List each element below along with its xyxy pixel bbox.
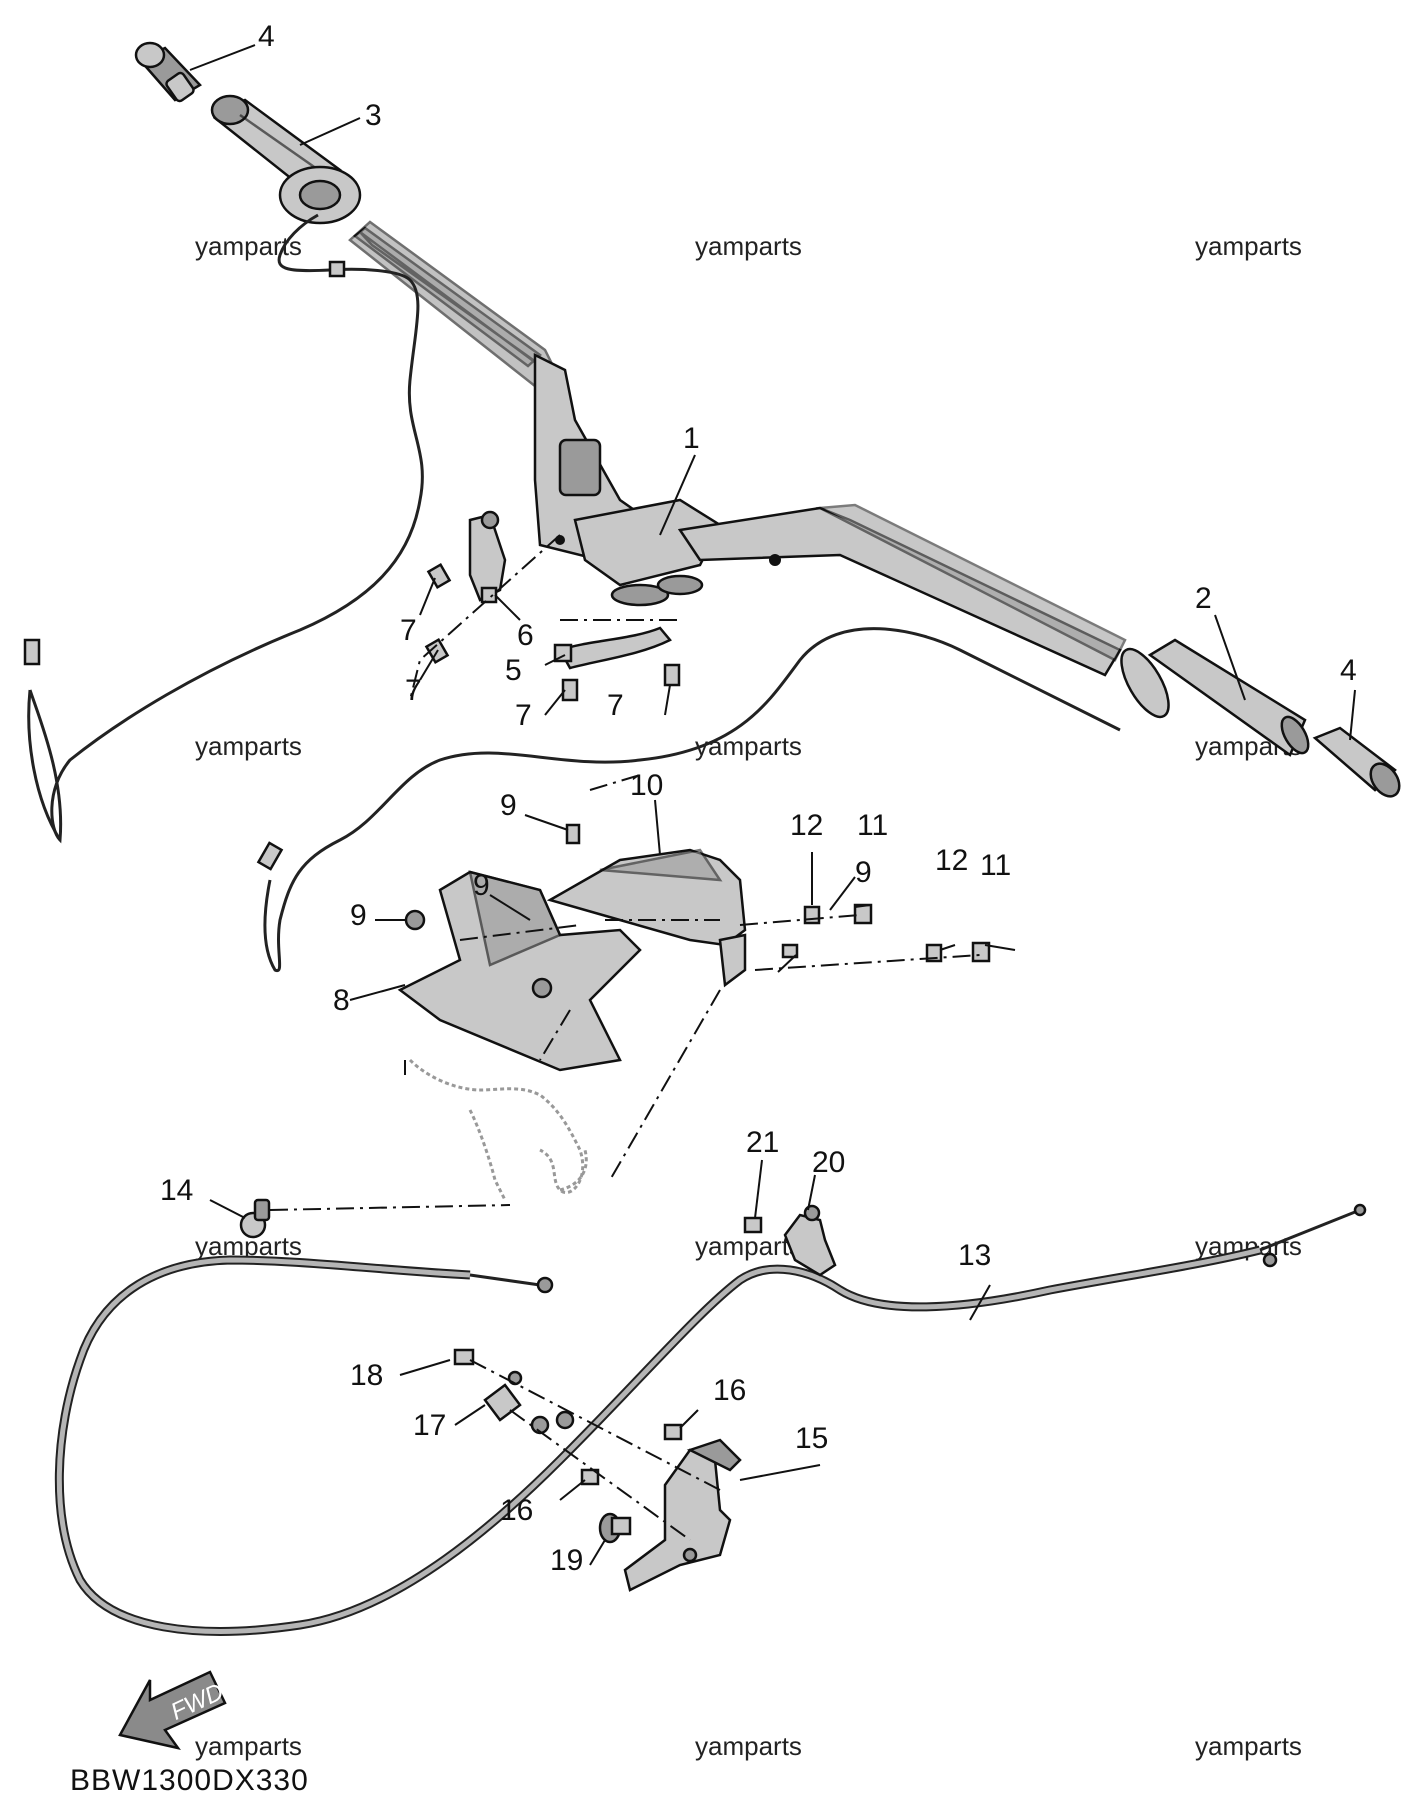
throttle-cable-part-13[interactable] — [54, 1203, 1367, 1636]
assembly-lines — [269, 534, 981, 1541]
callout-3: 3 — [365, 99, 382, 132]
wire-band-part-5[interactable] — [553, 626, 672, 670]
bolts-part-16[interactable] — [580, 1423, 683, 1486]
diagram-code: BBW1300DX330 — [70, 1764, 309, 1797]
callout-7: 7 — [405, 674, 422, 707]
callout-13: 13 — [958, 1239, 991, 1272]
connector-part-14[interactable] — [239, 1198, 271, 1239]
watermark: yamparts — [695, 1731, 802, 1761]
clamp-part-17[interactable] — [483, 1370, 523, 1422]
callout-9: 9 — [855, 856, 872, 889]
callout-9: 9 — [500, 789, 517, 822]
bolt-part-21[interactable] — [743, 1216, 763, 1234]
callout-21: 21 — [746, 1126, 779, 1159]
handlebar[interactable] — [348, 220, 1127, 677]
callout-5: 5 — [505, 654, 522, 687]
callout-1: 1 — [683, 422, 700, 455]
watermark: yamparts — [195, 1731, 302, 1761]
callout-7: 7 — [400, 614, 417, 647]
callout-14: 14 — [160, 1174, 193, 1207]
watermark: yamparts — [1195, 1731, 1302, 1761]
callout-2: 2 — [1195, 582, 1212, 615]
leader-lines — [189, 44, 1356, 1566]
bracket-part-15[interactable] — [623, 1438, 742, 1592]
callouts: 4 3 1 2 4 5 6 7 7 7 7 8 9 9 9 9 10 11 11… — [160, 20, 1357, 1577]
left-bar-end[interactable] — [134, 41, 202, 103]
callout-18: 18 — [350, 1359, 383, 1392]
callout-15: 15 — [795, 1422, 828, 1455]
callout-11: 11 — [857, 809, 888, 842]
callout-20: 20 — [812, 1146, 845, 1179]
switch-ghost-outline — [408, 1058, 588, 1201]
callout-8: 8 — [333, 984, 350, 1017]
callout-16: 16 — [713, 1374, 746, 1407]
watermark: yamparts — [1195, 231, 1302, 261]
part-19[interactable] — [598, 1512, 632, 1544]
callout-16: 16 — [500, 1494, 533, 1527]
callout-11: 11 — [980, 849, 1011, 882]
callout-19: 19 — [550, 1544, 583, 1577]
bracket-part-20[interactable] — [783, 1204, 837, 1277]
watermark: yamparts — [195, 731, 302, 761]
callout-7: 7 — [515, 699, 532, 732]
callout-12: 12 — [935, 844, 968, 877]
wire-clamp-part-6[interactable] — [468, 510, 507, 604]
bolt-part-18[interactable] — [453, 1348, 475, 1366]
callout-17: 17 — [413, 1409, 446, 1442]
lower-cover-part-8[interactable] — [397, 870, 642, 1072]
left-grip-wire — [23, 213, 424, 844]
watermark: yamparts — [695, 231, 802, 261]
upper-cover-part-10[interactable] — [546, 848, 747, 988]
callout-10: 10 — [630, 769, 663, 802]
callout-6: 6 — [517, 619, 534, 652]
cover-screws-part-9[interactable] — [404, 823, 799, 999]
bolts-part-11[interactable] — [853, 903, 991, 963]
collars-part-12[interactable] — [803, 905, 943, 963]
callout-12: 12 — [790, 809, 823, 842]
callout-9: 9 — [350, 899, 367, 932]
left-grip[interactable] — [210, 94, 362, 225]
right-grip-wire — [256, 627, 1121, 973]
callout-4: 4 — [1340, 654, 1357, 687]
callout-7: 7 — [607, 689, 624, 722]
callout-9: 9 — [473, 869, 490, 902]
watermark: yamparts — [695, 731, 802, 761]
screws-part-7[interactable] — [424, 562, 681, 702]
right-grip[interactable] — [1112, 638, 1314, 757]
callout-4: 4 — [258, 20, 275, 53]
right-bar-end[interactable] — [1312, 726, 1405, 802]
